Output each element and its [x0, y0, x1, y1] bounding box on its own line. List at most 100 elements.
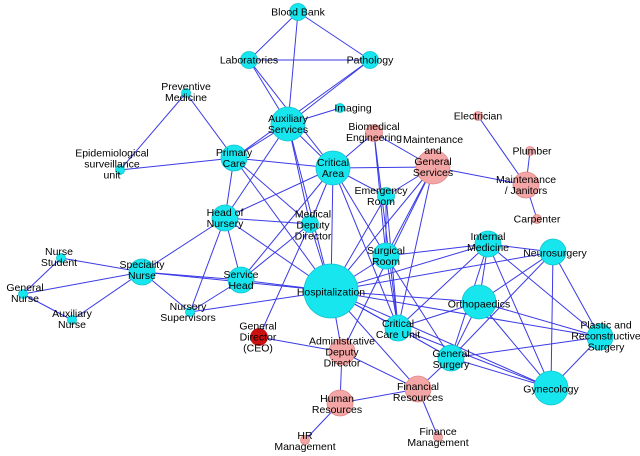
node-general-director[interactable]: [250, 328, 268, 346]
node-label-line: Carpenter: [514, 214, 561, 226]
node-label-line: Nurse: [128, 270, 156, 282]
edge-critical_care_unit-gynecology: [397, 327, 552, 389]
node-orthopaedics[interactable]: [461, 284, 497, 320]
node-maintenance-general[interactable]: [415, 149, 451, 185]
node-label-line: Administrative: [309, 336, 375, 348]
node-label-line: Management: [407, 437, 468, 449]
node-human-resources[interactable]: [326, 389, 354, 417]
edge-nurse_student-general_nurse: [22, 257, 62, 295]
node-label-line: General: [432, 348, 469, 360]
node-emergency-room[interactable]: [377, 187, 395, 205]
edge-critical_area-service_head: [240, 167, 334, 281]
node-label-line: Finance: [419, 426, 457, 438]
node-plastic-surgery[interactable]: [586, 323, 614, 351]
node-label-hospitalization: Hospitalization: [297, 287, 365, 299]
node-imaging[interactable]: [335, 103, 345, 113]
edge-auxiliary_services-hospitalization: [287, 123, 332, 292]
node-nursery-supervisors[interactable]: [185, 307, 195, 317]
node-label-line: HR: [297, 430, 313, 442]
node-hospitalization[interactable]: [303, 263, 359, 319]
node-gynecology[interactable]: [533, 370, 569, 406]
node-finance-management[interactable]: [433, 432, 443, 442]
node-label-line: Student: [41, 257, 77, 269]
node-label-line: unit: [104, 170, 121, 182]
node-general-nurse[interactable]: [18, 289, 28, 299]
edge-auxiliary_services-head_of_nursery: [224, 123, 289, 219]
node-label-line: Laboratories: [220, 55, 278, 67]
node-general-surgery[interactable]: [437, 344, 465, 372]
node-label-line: Electrician: [454, 111, 503, 123]
edge-neurosurgery-gynecology: [550, 251, 554, 389]
node-auxiliary-services[interactable]: [270, 106, 306, 142]
node-preventive-medicine[interactable]: [181, 88, 191, 98]
node-label-electrician: Electrician: [454, 111, 503, 123]
node-biomedical-engineering[interactable]: [365, 124, 383, 142]
node-label-line: Primary: [216, 147, 253, 159]
node-epidemiological[interactable]: [115, 165, 125, 175]
node-primary-care[interactable]: [220, 144, 248, 172]
node-maintenance-janitors[interactable]: [512, 171, 540, 199]
node-electrician[interactable]: [473, 111, 483, 121]
node-label-line: General: [6, 282, 43, 294]
node-auxiliary-nurse[interactable]: [67, 315, 77, 325]
edge-hospitalization-plastic_surgery: [330, 290, 601, 338]
edge-internal_medicine-critical_care_unit: [397, 243, 489, 329]
node-service-head[interactable]: [227, 266, 255, 294]
edge-maintenance_general-critical_care_unit: [397, 166, 434, 329]
node-layer: [18, 3, 614, 445]
node-pathology[interactable]: [361, 51, 379, 69]
node-label-line: Auxiliary: [52, 308, 92, 320]
node-administrative-deputy-director[interactable]: [328, 338, 356, 366]
edge-epidemiological-primary_care: [119, 157, 235, 171]
node-label-line: Resources: [312, 404, 362, 416]
node-label-line: Critical: [317, 157, 349, 169]
edge-electrician-maintenance_janitors: [477, 115, 527, 186]
edge-neurosurgery-hospitalization: [330, 251, 554, 292]
node-head-of-nursery[interactable]: [211, 204, 239, 232]
edge-head_of_nursery-nursery_supervisors: [189, 217, 226, 313]
node-nurse-student[interactable]: [56, 253, 66, 263]
node-financial-resources[interactable]: [404, 375, 432, 403]
node-label-line: Orthopaedics: [448, 299, 510, 311]
node-label-line: General: [239, 321, 276, 333]
node-medical-deputy-director[interactable]: [301, 215, 319, 233]
node-label-line: Engineering: [346, 132, 402, 144]
node-speciality-nurse[interactable]: [128, 258, 156, 286]
node-label-line: Blood Bank: [271, 7, 325, 19]
node-critical-area[interactable]: [315, 150, 351, 186]
edge-critical_area-critical_care_unit: [332, 167, 399, 329]
node-label-line: Director: [240, 332, 277, 344]
node-critical-care-unit[interactable]: [384, 314, 412, 342]
node-plumber[interactable]: [525, 146, 535, 156]
node-label-line: Imaging: [334, 103, 372, 115]
node-label-line: Head: [228, 280, 253, 292]
node-label-line: Director: [295, 231, 332, 243]
edge-internal_medicine-plastic_surgery: [487, 243, 601, 338]
edge-surgical_room-general_surgery: [385, 255, 452, 359]
node-laboratories[interactable]: [240, 51, 258, 69]
node-internal-medicine[interactable]: [474, 230, 502, 258]
node-neurosurgery[interactable]: [539, 238, 567, 266]
node-label-line: / Janitors: [505, 185, 548, 197]
node-blood-bank[interactable]: [289, 3, 307, 21]
node-surgical-room[interactable]: [372, 242, 400, 270]
edge-orthopaedics-gynecology: [478, 301, 552, 389]
node-hr-management[interactable]: [300, 435, 310, 445]
edge-blood_bank-auxiliary_services: [287, 11, 299, 125]
node-label-maintenance-janitors: Maintenance/ Janitors: [496, 174, 556, 197]
node-label-carpenter: Carpenter: [514, 214, 561, 226]
node-carpenter[interactable]: [532, 214, 542, 224]
node-label-line: Nursery: [170, 301, 208, 313]
node-label-line: Surgery: [588, 342, 626, 354]
node-label-line: Deputy: [325, 347, 359, 359]
